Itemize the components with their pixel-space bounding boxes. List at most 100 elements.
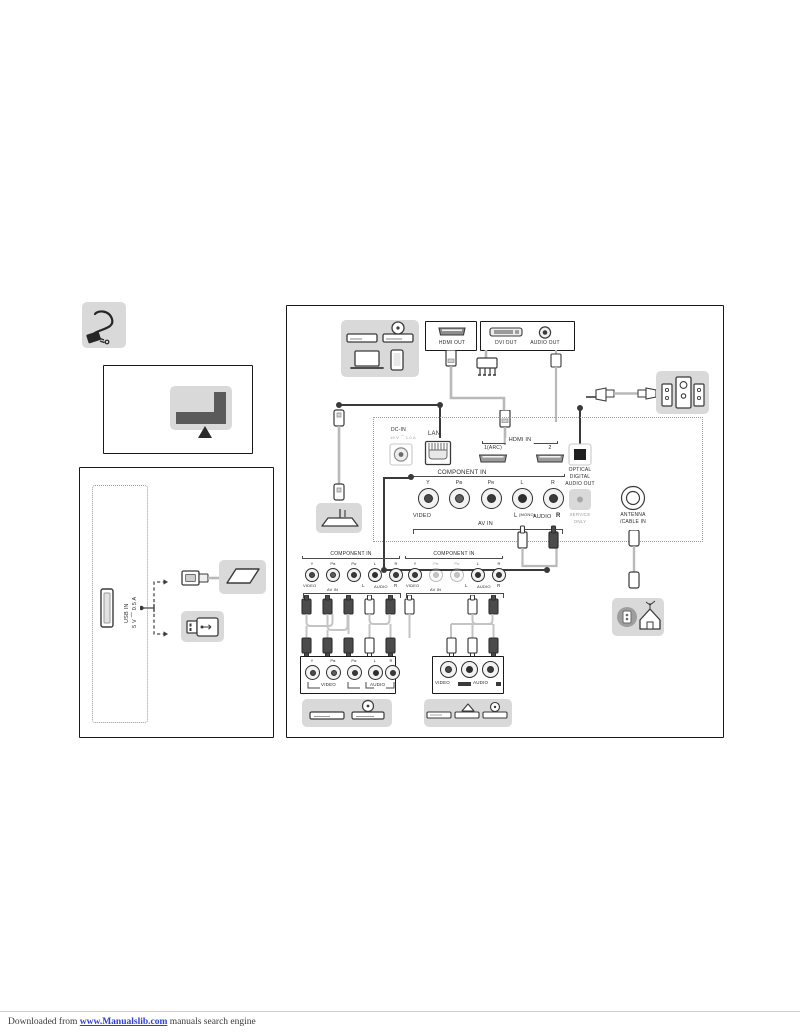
component-right-av-bracket xyxy=(406,593,504,598)
antenna-wall-outlet-icon xyxy=(617,600,661,630)
component-left-jack-pb[interactable] xyxy=(326,568,340,582)
component-feed-wire-bottom-h xyxy=(383,569,548,571)
optical-cable-vertical xyxy=(579,408,581,448)
component-left-label-pb: Pʙ xyxy=(330,561,336,566)
component-left-label-l: L xyxy=(373,561,377,566)
power-cord-icon-box xyxy=(82,302,126,348)
device-av-jack-audio-r[interactable] xyxy=(482,661,499,678)
device-component-jack-l[interactable] xyxy=(368,665,383,680)
device-av-jack-audio-l[interactable] xyxy=(461,661,478,678)
component-left-jack-r[interactable] xyxy=(389,568,403,582)
lan-wire-vertical xyxy=(439,404,441,438)
tv-audio-out-cables xyxy=(517,525,559,568)
component-right-jack-pb[interactable] xyxy=(429,568,443,582)
tv-jack-label-pr: Pʀ xyxy=(487,480,495,486)
hdmi-in-2-port-icon xyxy=(535,454,565,463)
component-right-jack-r[interactable] xyxy=(492,568,506,582)
component-right-audio-l: L xyxy=(465,583,468,588)
component-left-jack-pr[interactable] xyxy=(347,568,361,582)
tv-rear-port-region xyxy=(373,417,703,542)
component-right-cables xyxy=(404,595,499,657)
audio-out-label: AUDIO OUT xyxy=(530,340,560,346)
hdmi-in-plug-icon xyxy=(499,410,511,445)
hdmi-in-1-label: 1(ARC) xyxy=(484,445,502,451)
lan-cable-icon xyxy=(333,409,345,501)
tv-rear-illustration xyxy=(103,365,253,454)
component-right-jack-l[interactable] xyxy=(471,568,485,582)
tv-component-jack-y[interactable] xyxy=(418,488,439,509)
component-right-label-pb: Pʙ xyxy=(433,561,439,566)
device-component-jack-r[interactable] xyxy=(385,665,400,680)
service-only-label-2: ONLY xyxy=(573,519,587,524)
component-left-bracket xyxy=(302,555,400,559)
tv-audio-label: AUDIO xyxy=(533,514,552,520)
component-left-cables xyxy=(301,595,396,657)
usb-branch-lines xyxy=(139,576,182,640)
dvi-out-icon xyxy=(489,327,523,337)
component-left-label-pr: Pʀ xyxy=(351,561,357,566)
source-devices-icon-box xyxy=(341,320,419,377)
audio-out-jack-icon xyxy=(538,326,552,339)
lan-label: LAN xyxy=(428,431,441,437)
component-right-audio-r: R xyxy=(497,583,501,588)
device-av-label-divider xyxy=(458,682,471,686)
component-left-jack-l[interactable] xyxy=(368,568,382,582)
tv-audio-left-label: L xyxy=(514,513,518,519)
antenna-cable-in-port-icon xyxy=(620,485,646,511)
tv-jack-label-pb: Pʙ xyxy=(455,480,463,486)
footer-suffix: manuals search engine xyxy=(167,1017,256,1027)
component-right-jack-pr[interactable] xyxy=(450,568,464,582)
component-left-jack-y[interactable] xyxy=(305,568,319,582)
tv-audio-jack-r[interactable] xyxy=(543,488,564,509)
lan-port-icon xyxy=(424,440,452,466)
device-component-video-label: VIDEO xyxy=(321,682,337,687)
component-right-jack-y[interactable] xyxy=(408,568,422,582)
optical-out-label-2: DIGITAL xyxy=(569,474,591,480)
antenna-label-2: /CABLE IN xyxy=(620,519,646,525)
component-left-av-in-label: AV IN xyxy=(327,587,339,592)
lan-wire-horizontal xyxy=(338,404,440,406)
tv-jack-label-y: Y xyxy=(426,480,430,486)
optical-cable-dot-top xyxy=(577,405,583,411)
component-left-label-r: R xyxy=(394,561,398,566)
component-left-title: COMPONENT IN xyxy=(328,551,374,558)
usb-port-icon xyxy=(100,588,114,628)
device-component-label-r: R xyxy=(389,658,393,663)
optical-out-label-3: AUDIO OUT xyxy=(565,481,595,487)
dc-in-sub-label: 19 V ⏜ 1.0 A xyxy=(390,435,416,440)
tv-component-in-label: COMPONENT IN xyxy=(434,470,490,477)
device-component-audio-label: AUDIO xyxy=(370,682,386,687)
component-feed-wire-left-v xyxy=(383,478,385,570)
tv-av-in-bracket xyxy=(413,529,563,534)
manualslib-link[interactable]: www.Manualslib.com xyxy=(79,1017,168,1027)
lan-wire-dot-left xyxy=(336,402,342,408)
tv-component-jack-pr[interactable] xyxy=(481,488,502,509)
device-component-jack-y[interactable] xyxy=(305,665,320,680)
antenna-cable-icon xyxy=(628,530,640,589)
footer-attribution: Downloaded from www.Manualslib.com manua… xyxy=(8,1017,256,1027)
device-component-jack-pb[interactable] xyxy=(326,665,341,680)
usb-flash-drive-icon xyxy=(186,617,219,637)
component-right-audio-label: AUDIO xyxy=(477,584,491,589)
component-left-audio-r: R xyxy=(394,583,398,588)
device-component-jack-pr[interactable] xyxy=(347,665,362,680)
tv-component-jack-pb[interactable] xyxy=(449,488,470,509)
footer-prefix: Downloaded from xyxy=(8,1017,80,1027)
hdmi-in-1-port-icon xyxy=(478,454,508,463)
device-av-jack-video[interactable] xyxy=(440,661,457,678)
pointer-triangle-icon xyxy=(198,426,212,438)
external-hard-drive-icon xyxy=(226,568,260,584)
hdmi-out-label: HDMI OUT xyxy=(438,340,466,346)
component-right-av-in-label: AV IN xyxy=(430,587,442,592)
optical-out-label-1: OPTICAL xyxy=(568,467,592,473)
hdmi-in-group-label: HDMI IN xyxy=(505,437,535,444)
usb-cable-plug-icon xyxy=(181,570,220,586)
dc-in-label: DC-IN xyxy=(391,427,406,433)
tv-audio-jack-l[interactable] xyxy=(512,488,533,509)
component-left-audio-label: AUDIO xyxy=(374,584,388,589)
output-cables xyxy=(445,350,562,422)
optical-cable-icon xyxy=(586,387,662,402)
power-cord-icon xyxy=(86,310,114,345)
component-left-video-label: VIDEO xyxy=(303,583,317,588)
speaker-system-icon-box xyxy=(656,371,709,414)
